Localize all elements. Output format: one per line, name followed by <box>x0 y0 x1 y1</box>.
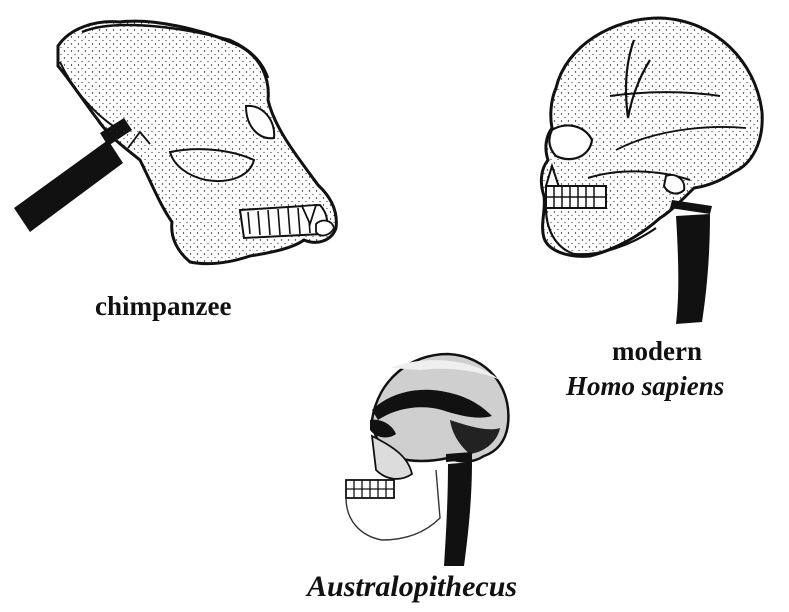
human-spine <box>670 200 712 324</box>
australopithecus-spine <box>444 452 472 566</box>
australopithecus-skull-icon <box>346 354 508 566</box>
homo-sapiens-label: Homo sapiens <box>566 373 724 400</box>
chimpanzee-skull-icon <box>14 21 336 263</box>
human-skull-icon <box>541 18 762 324</box>
chimpanzee-label: chimpanzee <box>95 293 231 320</box>
modern-label: modern <box>612 338 702 365</box>
australopithecus-label: Australopithecus <box>307 572 517 602</box>
